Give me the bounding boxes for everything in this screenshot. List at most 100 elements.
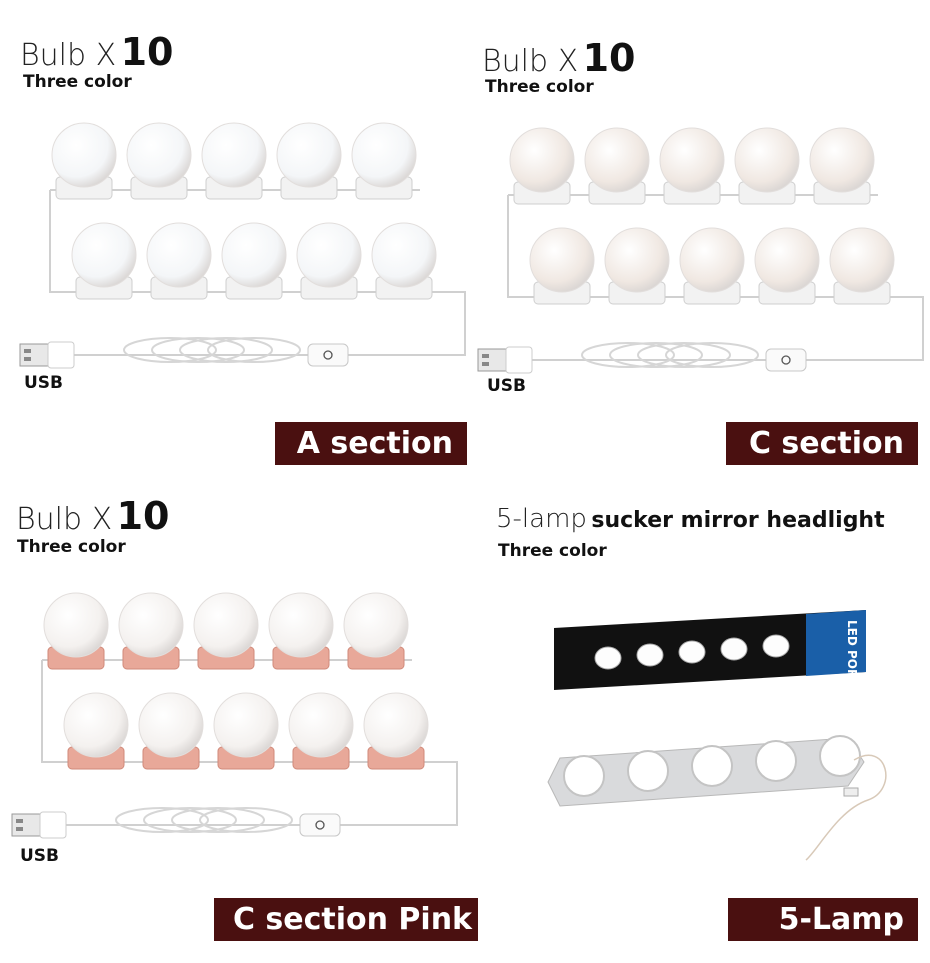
panel-subtitle: Three color	[23, 72, 132, 92]
usb-housing	[47, 341, 75, 369]
inline-switch	[765, 348, 807, 372]
panel-title: 5-lamp sucker mirror headlight	[496, 504, 885, 534]
bulb	[118, 592, 184, 670]
bulb-string-illustration	[19, 122, 466, 369]
bulb	[201, 122, 267, 200]
cable-coil	[123, 337, 301, 363]
bulb-globe	[679, 227, 745, 293]
bulb	[529, 227, 595, 305]
bulb-globe	[138, 692, 204, 758]
bulb-globe	[126, 122, 192, 188]
cable-loop	[151, 337, 245, 363]
bulb-globe	[193, 592, 259, 658]
bulb	[221, 222, 287, 300]
bulb	[754, 227, 820, 305]
bulb	[276, 122, 342, 200]
box-lamp	[678, 640, 706, 664]
bulb-globe	[529, 227, 595, 293]
usb-label: USB	[24, 373, 64, 393]
section-banner: C section	[726, 422, 918, 465]
usb-plug	[19, 341, 75, 369]
title-number: 10	[116, 494, 170, 538]
bar-lamp	[691, 745, 733, 787]
bulb	[138, 692, 204, 770]
bulb-globe	[268, 592, 334, 658]
bulb	[288, 692, 354, 770]
five-lamp-illustration: LED PORTABLE	[547, 610, 887, 861]
bulb	[71, 222, 137, 300]
title-rest: sucker mirror headlight	[591, 508, 885, 533]
cable-loop	[179, 337, 273, 363]
bulb-globe	[371, 222, 437, 288]
title-number: 10	[582, 36, 636, 80]
bulb-globe	[604, 227, 670, 293]
usb-pin	[482, 354, 489, 358]
bar-lamp	[627, 750, 669, 792]
bulb	[363, 692, 429, 770]
bulb-globe	[288, 692, 354, 758]
cable-loop	[581, 342, 675, 368]
cable-loop	[143, 807, 237, 833]
bulb-globe	[351, 122, 417, 188]
title-prefix: Bulb X	[482, 44, 579, 79]
usb-label: USB	[487, 376, 527, 396]
cable-loop	[609, 342, 703, 368]
bulb-globe	[754, 227, 820, 293]
bulb	[351, 122, 417, 200]
bulb	[343, 592, 409, 670]
bulb-globe	[213, 692, 279, 758]
power-icon	[781, 355, 791, 365]
bulb	[604, 227, 670, 305]
bulb-globe	[51, 122, 117, 188]
bulb	[584, 127, 650, 205]
box-lamp	[636, 643, 664, 667]
cable-loop	[665, 342, 759, 368]
bulb	[679, 227, 745, 305]
power-icon	[323, 350, 333, 360]
title-prefix: Bulb X	[20, 38, 117, 73]
bar-lamp	[819, 735, 861, 777]
bulb-globe	[43, 592, 109, 658]
lamp-cable	[805, 754, 887, 861]
usb-pin	[482, 362, 489, 366]
bulb	[51, 122, 117, 200]
bulb	[829, 227, 895, 305]
bulb-globe	[146, 222, 212, 288]
panel-subtitle: Three color	[17, 537, 126, 557]
cable-loop	[115, 807, 209, 833]
switch-body	[307, 343, 349, 367]
switch-body	[765, 348, 807, 372]
usb-metal	[19, 343, 49, 367]
bulb	[509, 127, 575, 205]
usb-housing	[39, 811, 67, 839]
bulb-string-illustration	[11, 592, 458, 839]
bulb-globe	[809, 127, 875, 193]
bulb-globe	[829, 227, 895, 293]
bulb	[193, 592, 259, 670]
panel-title: Bulb X 10	[482, 36, 635, 80]
bulb	[126, 122, 192, 200]
bulb-globe	[734, 127, 800, 193]
bulb-globe	[63, 692, 129, 758]
cable-loop	[171, 807, 265, 833]
bulb	[659, 127, 725, 205]
bulb	[43, 592, 109, 670]
bulb-globe	[363, 692, 429, 758]
cable-coil	[581, 342, 759, 368]
title-prefix: 5-lamp	[496, 504, 587, 534]
box-lamp	[720, 637, 748, 661]
usb-pin	[16, 819, 23, 823]
usb-plug	[477, 346, 533, 374]
panel-title: Bulb X 10	[16, 494, 169, 538]
usb-metal	[11, 813, 41, 837]
bulb-globe	[221, 222, 287, 288]
cable-loop	[207, 337, 301, 363]
cable-loop	[123, 337, 217, 363]
bar-lamp	[755, 740, 797, 782]
title-number: 10	[120, 30, 174, 74]
bulb	[809, 127, 875, 205]
box-side	[806, 610, 866, 676]
bulb	[146, 222, 212, 300]
bulb-string-illustration	[477, 127, 924, 374]
bulb	[268, 592, 334, 670]
